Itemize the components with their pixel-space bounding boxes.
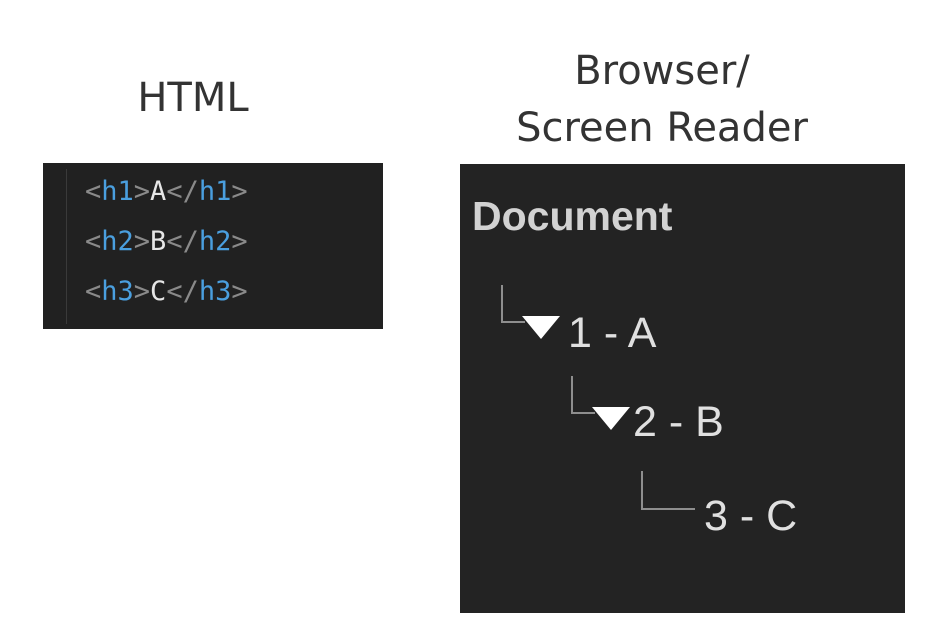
- browser-caption-line-1: Browser/: [574, 48, 750, 94]
- expand-caret-icon[interactable]: [592, 407, 630, 430]
- html-code-panel: <h1>A</h1> <h2>B</h2> <h3>C</h3>: [43, 163, 383, 329]
- heading-text: B: [150, 226, 167, 257]
- browser-caption-line-2: Screen Reader: [516, 105, 808, 151]
- tree-node-1-a[interactable]: 1 - A: [568, 309, 657, 357]
- angle-close: >: [231, 176, 248, 207]
- open-tag: h2: [101, 226, 134, 257]
- angle-open: <: [85, 176, 102, 207]
- indent-guide: [66, 169, 67, 324]
- code-line-h1: <h1>A</h1>: [85, 175, 248, 209]
- tree-branch-connector: [641, 471, 695, 510]
- open-tag: h1: [101, 176, 134, 207]
- html-caption: HTML: [137, 75, 249, 121]
- angle-open-slash: </: [166, 176, 199, 207]
- angle-close: >: [231, 276, 248, 307]
- angle-open-slash: </: [166, 226, 199, 257]
- angle-open: <: [85, 276, 102, 307]
- heading-text: A: [150, 176, 167, 207]
- angle-close: >: [231, 226, 248, 257]
- accessibility-tree-panel: Document 1 - A 2 - B 3 - C: [460, 164, 905, 613]
- close-tag: h3: [198, 276, 232, 307]
- tree-node-2-b[interactable]: 2 - B: [633, 398, 724, 446]
- close-tag: h1: [198, 176, 232, 207]
- tree-branch-connector: [571, 376, 595, 414]
- heading-text: C: [150, 276, 167, 307]
- angle-close: >: [133, 226, 151, 257]
- code-line-h3: <h3>C</h3>: [85, 275, 248, 309]
- tree-root-document: Document: [472, 193, 673, 239]
- angle-close: >: [133, 176, 151, 207]
- browser-screen-reader-caption: Browser/ Screen Reader: [460, 43, 864, 157]
- open-tag: h3: [101, 276, 134, 307]
- angle-open-slash: </: [166, 276, 199, 307]
- code-line-h2: <h2>B</h2>: [85, 225, 248, 259]
- angle-close: >: [133, 276, 151, 307]
- tree-node-3-c[interactable]: 3 - C: [704, 492, 798, 540]
- close-tag: h2: [198, 226, 232, 257]
- tree-branch-connector: [501, 285, 525, 323]
- angle-open: <: [85, 226, 102, 257]
- expand-caret-icon[interactable]: [522, 316, 560, 339]
